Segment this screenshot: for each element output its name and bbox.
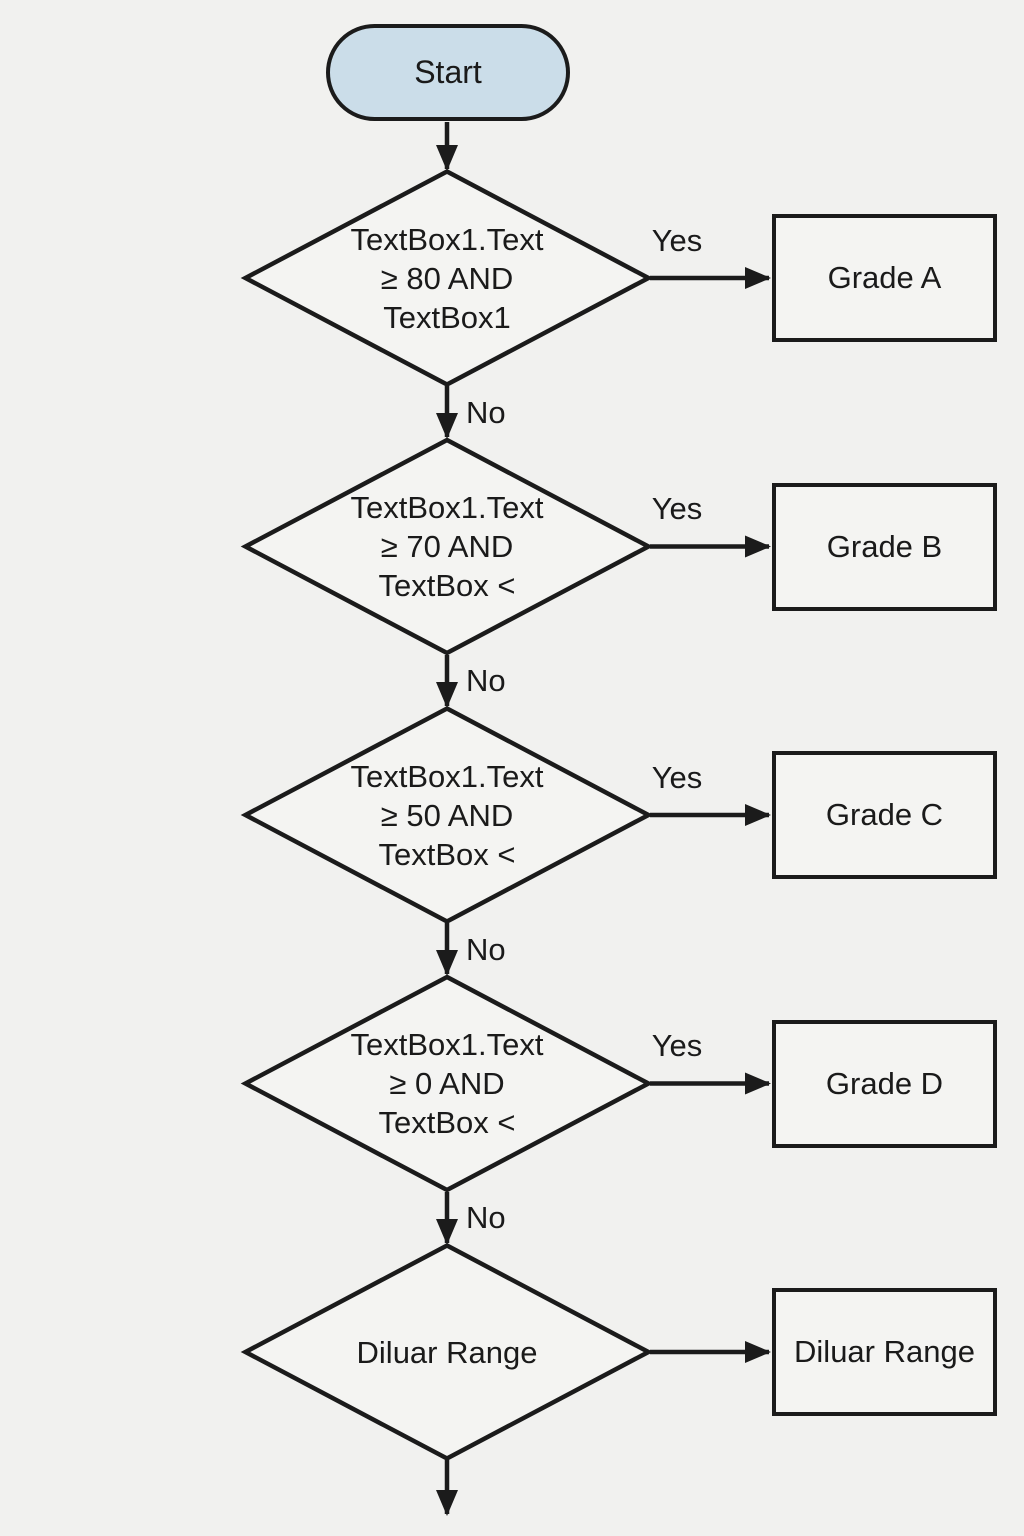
decision-condition-1: TextBox1.Text ≥ 80 AND TextBox1 [350, 222, 544, 335]
result-label: Diluar Range [794, 1334, 975, 1369]
yes-label-1: Yes [651, 223, 703, 258]
result-label: Grade B [826, 529, 943, 564]
decision-diamond-shape-1 [240, 168, 654, 388]
decision-condition-3: TextBox1.Text ≥ 50 AND TextBox < [350, 759, 544, 872]
result-box-grade-b: Grade B [772, 483, 997, 611]
decision-condition-5: Diluar Range [356, 1335, 538, 1370]
decision-diamond-shape-2 [240, 437, 654, 656]
result-label: Grade D [825, 1066, 944, 1101]
decision-condition-2: TextBox1.Text ≥ 70 AND TextBox < [350, 490, 544, 603]
result-label: Grade C [825, 797, 944, 832]
no-label-3: No [466, 932, 506, 967]
result-label: Grade A [827, 260, 942, 295]
result-box-diluar-range: Diluar Range [772, 1288, 997, 1416]
no-label-2: No [466, 663, 506, 698]
yes-label-3: Yes [651, 760, 703, 795]
result-box-grade-a: Grade A [772, 214, 997, 342]
decision-diamond-shape-3 [240, 705, 654, 925]
yes-label-2: Yes [651, 491, 703, 526]
result-box-grade-d: Grade D [772, 1020, 997, 1148]
start-node: Start [326, 24, 570, 121]
yes-label-4: Yes [651, 1028, 703, 1063]
no-label-1: No [466, 395, 506, 430]
start-label: Start [414, 54, 482, 90]
decision-diamond-shape-5 [240, 1242, 654, 1462]
result-box-grade-c: Grade C [772, 751, 997, 879]
no-label-4: No [466, 1200, 506, 1235]
decision-diamond-shape-4 [240, 974, 654, 1193]
decision-condition-4: TextBox1.Text ≥ 0 AND TextBox < [350, 1027, 544, 1140]
